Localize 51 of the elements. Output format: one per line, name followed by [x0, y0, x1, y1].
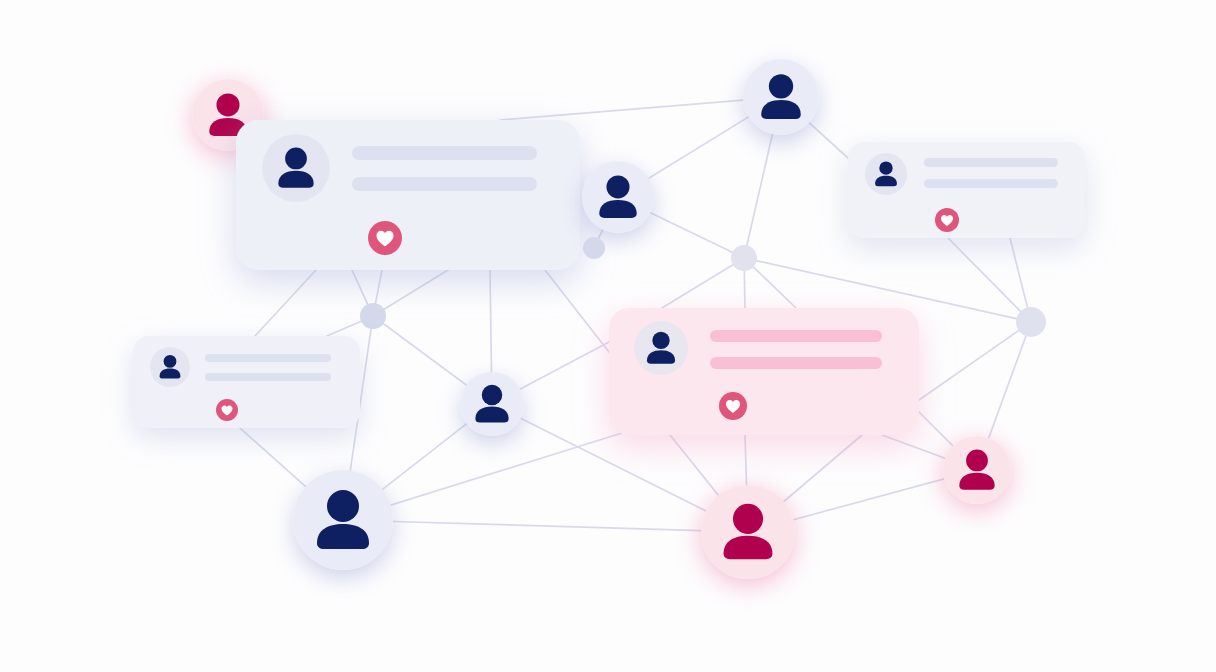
connector-line: [239, 427, 307, 488]
connector-line: [499, 99, 744, 121]
connector-line: [349, 328, 372, 472]
connector-line: [326, 320, 362, 337]
connector-line: [987, 335, 1027, 439]
connector-line: [782, 434, 863, 503]
connector-line: [918, 329, 1020, 401]
connector-line: [381, 422, 468, 491]
node-dot: [583, 237, 605, 259]
person-icon: [150, 347, 190, 387]
connector-line: [1009, 237, 1029, 309]
person-icon: [262, 134, 330, 202]
person-icon: [582, 161, 654, 233]
connector-line: [597, 228, 604, 239]
profile-card: [609, 308, 919, 435]
connector-line: [808, 121, 849, 159]
node-dot: [731, 245, 757, 271]
person-icon: [743, 59, 819, 135]
connector-line: [647, 116, 750, 180]
connector-line: [947, 237, 1022, 313]
connector-line: [881, 434, 946, 460]
connector-line: [254, 269, 317, 337]
connector-line: [918, 411, 954, 447]
connector-line: [752, 266, 797, 309]
connector-line: [743, 270, 746, 309]
connector-line: [382, 322, 468, 386]
node-dot: [1016, 307, 1046, 337]
connector-line: [383, 269, 449, 311]
person-icon: [865, 153, 907, 195]
person-icon: [701, 485, 795, 579]
profile-card: [133, 336, 360, 428]
connector-line: [744, 434, 748, 486]
connector-line: [755, 259, 1018, 320]
person-icon: [293, 470, 393, 570]
connector-line: [489, 269, 493, 373]
connector-line: [544, 269, 610, 353]
person-icon: [634, 321, 688, 375]
connector-line: [389, 432, 623, 506]
connector-line: [661, 263, 734, 309]
connector-line: [374, 269, 383, 305]
connector-line: [669, 434, 720, 497]
connector-line: [519, 417, 707, 512]
connector-line: [519, 341, 610, 390]
connector-line: [792, 478, 946, 521]
connector-line: [746, 133, 774, 247]
connector-line: [649, 211, 734, 254]
profile-card: [236, 120, 580, 270]
person-icon: [943, 436, 1011, 504]
node-dot: [360, 303, 386, 329]
connector-line: [392, 520, 702, 532]
person-icon: [460, 372, 524, 436]
